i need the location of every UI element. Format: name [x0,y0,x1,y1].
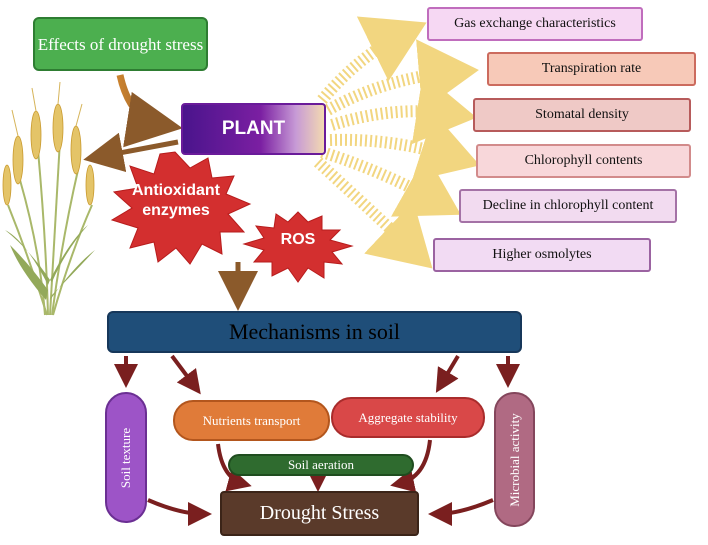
plant-response-arrows [313,16,480,269]
response-label: Gas exchange characteristics [454,16,616,31]
soil-texture-box: Soil texture [105,392,147,523]
drought-stress-box: Drought Stress [220,491,419,536]
response-box-chlorophyll-decline: Decline in chlorophyll content [459,189,677,223]
soil-aeration-box: Soil aeration [228,454,414,476]
response-label: Transpiration rate [541,61,642,76]
mechanisms-in-soil-box: Mechanisms in soil [107,311,522,353]
effects-to-plant-arrow [116,74,183,148]
arrow-to-aggregate [435,354,460,393]
ros-starburst [242,211,354,283]
soil-arrows [114,354,520,526]
response-label: Decline in chlorophyll content [482,198,654,213]
aggregate-to-drought-arrow [390,439,432,493]
response-label: Stomatal density [535,107,629,122]
soil-aeration-label: Soil aeration [287,457,355,472]
ros-label: ROS [280,231,316,248]
nutrients-transport-box: Nutrients transport [173,400,330,441]
nutrients-to-drought-arrow [216,443,252,492]
texture-to-drought-arrow [147,498,212,526]
response-box-transpiration: Transpiration rate [487,52,696,86]
wheat-illustration [2,81,95,316]
microbial-activity-label: Microbial activity [506,412,522,507]
arrow-to-stomatal [330,72,477,145]
response-label: Higher osmolytes [492,247,592,262]
antioxidant-starburst [110,151,252,265]
mechanisms-label: Mechanisms in soil [228,319,401,344]
response-box-osmolytes: Higher osmolytes [433,238,651,272]
arrow-to-decline [320,146,461,217]
plant-to-wheat-arrow [83,132,179,173]
antioxidant-label: Antioxidant enzymes [132,182,220,219]
arrow-to-gas-exchange [317,16,427,104]
aggregate-stability-box: Aggregate stability [331,397,485,438]
plant-box: PLANT [181,103,326,155]
response-box-stomatal-density: Stomatal density [473,98,691,132]
arrow-to-transpiration [325,39,479,116]
effects-of-drought-box: Effects of drought stress [33,17,208,71]
aggregate-stability-label: Aggregate stability [358,409,458,425]
microbial-activity-box: Microbial activity [494,392,535,527]
response-box-gas-exchange: Gas exchange characteristics [427,7,643,41]
microbial-to-drought-arrow [428,498,494,526]
arrow-to-nutrients [170,354,201,395]
response-label: Chlorophyll contents [524,153,643,168]
plant-label: PLANT [221,118,286,139]
effects-label: Effects of drought stress [37,34,204,54]
response-box-chlorophyll-contents: Chlorophyll contents [476,144,691,178]
nutrients-transport-label: Nutrients transport [202,412,301,428]
drought-stress-label: Drought Stress [259,502,380,524]
soil-texture-label: Soil texture [118,427,134,488]
